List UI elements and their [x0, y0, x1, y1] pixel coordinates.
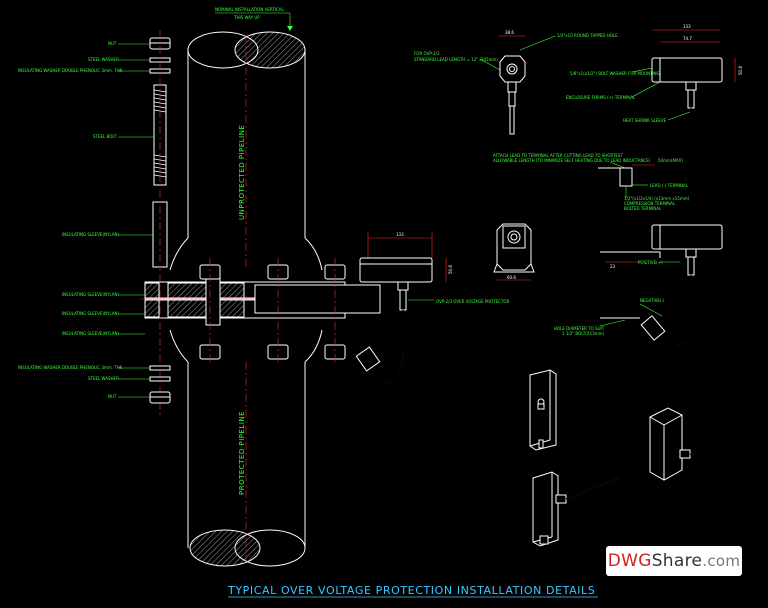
- dim-nut-width: 38.6: [505, 30, 514, 35]
- label-lead-terminal: LEAD (-) TERMINAL: [650, 183, 689, 188]
- label-ref-cable: 50mm(MAX): [658, 158, 683, 163]
- label-ovp: OVP-2/3 OVER VOLTAGE PROTECTOR: [436, 299, 510, 304]
- label-compression-terminal: 1/2"(x1/2x1/4) (x13mm x15mm) COMPRESSION…: [624, 196, 690, 211]
- top-note-line-2: THIS WAY UP: [233, 15, 260, 20]
- label-insulating-washer-bottom: INSULATING WASHER DOUBLE PHENOLIC 3mm. T…: [18, 365, 123, 370]
- label-enclosure-form: ENCLOSURE FORMS (+) TERMINAL: [566, 95, 636, 100]
- exploded-bolt-parts: [149, 30, 171, 404]
- label-bolt-washer: 5/8"x1(x1/2") BOLT WASHER FOR MOUNTING: [570, 71, 660, 76]
- attach-lead-detail: ATTACH LEAD TO TERMINAL AFTER CUTTING LE…: [493, 153, 690, 211]
- pipe-lower-label: PROTECTED PIPELINE: [238, 411, 246, 495]
- label-round-tapped-hole: 1/2"x10 ROUND TAPPED HOLE: [557, 33, 618, 38]
- dim-front-width: 60.6: [507, 275, 516, 280]
- isometric-views: [529, 369, 741, 547]
- drawing-title: TYPICAL OVER VOLTAGE PROTECTION INSTALLA…: [227, 584, 598, 598]
- top-note: NOMINAL INSTALLATION VERTICAL THIS WAY U…: [215, 7, 293, 31]
- label-insulating-sleeve-1: INSULATING SLEEVE(NYLAN): [62, 232, 120, 237]
- dim-ovp-width: 133: [396, 232, 404, 237]
- dim-top-width: 133: [683, 24, 691, 29]
- top-note-line-1: NOMINAL INSTALLATION VERTICAL: [215, 7, 284, 12]
- dim-pos: 23: [610, 264, 616, 269]
- pipe-upper-label: UNPROTECTED PIPELINE: [238, 125, 246, 220]
- watermark-part-3: .com: [702, 552, 741, 570]
- label-insulating-sleeve-4: INSULATING SLEEVE(NYLAN): [62, 331, 120, 336]
- label-nut-top: NUT: [108, 41, 117, 46]
- label-insulating-sleeve-2: INSULATING SLEEVE(NYLAN): [62, 292, 120, 297]
- label-steel-washer-top: STEEL WASHER: [88, 57, 119, 62]
- label-insulating-washer-top: INSULATING WASHER DOUBLE PHENOLIC 3mm. T…: [18, 68, 123, 73]
- dim-ovp-height: 50.8: [448, 265, 453, 274]
- left-labels: NUT STEEL WASHER INSULATING WASHER DOUBL…: [18, 41, 154, 399]
- label-steel-washer-bottom: STEEL WASHER: [88, 376, 119, 381]
- ovp-front-view: 60.6: [493, 223, 535, 281]
- title-text: TYPICAL OVER VOLTAGE PROTECTION INSTALLA…: [227, 584, 595, 597]
- label-negative: NEGATIVE(-): [640, 298, 665, 303]
- label-steel-bolt: STEEL BOLT: [93, 134, 117, 139]
- flange-assembly: [140, 258, 381, 418]
- label-for-ovp: FOR OVP-2/3: [414, 51, 440, 56]
- label-insulating-sleeve-3: INSULATING SLEEVE(NYLAN): [62, 311, 120, 316]
- unprotected-pipe: UNPROTECTED PIPELINE: [169, 31, 323, 271]
- label-standard-lead: STANDARD LEAD LENGTH = 12" (305mm): [414, 57, 498, 62]
- watermark-part-2: Share: [651, 551, 703, 571]
- label-heat-shrink: HEAT SHRINK SLEEVE: [623, 118, 667, 123]
- label-attach-lead: ATTACH LEAD TO TERMINAL AFTER CUTTING LE…: [493, 153, 651, 163]
- dim-top-height: 50.8: [738, 66, 743, 75]
- dim-top-inner: 74.7: [683, 36, 692, 41]
- ovp-top-detail: FOR OVP-2/3 STANDARD LEAD LENGTH = 12" (…: [414, 24, 743, 181]
- label-nut-bottom: NUT: [108, 394, 117, 399]
- label-positive: POSITIVE(+): [638, 260, 663, 265]
- protected-pipe: PROTECTED PIPELINE: [187, 362, 306, 567]
- ovp-mid-detail: 23 POSITIVE(+) NEGATIVE(-) HOLE DIAMETER…: [554, 224, 723, 346]
- watermark-part-1: DWG: [607, 551, 652, 571]
- label-hole-note: HOLE DIAMETER TO SUIT 1 1/2" BOLT(X13mm): [554, 326, 605, 336]
- ovp-on-flange: 133 50.8 OVP-2/3 OVER VOLTAGE PROTECTOR: [355, 232, 510, 383]
